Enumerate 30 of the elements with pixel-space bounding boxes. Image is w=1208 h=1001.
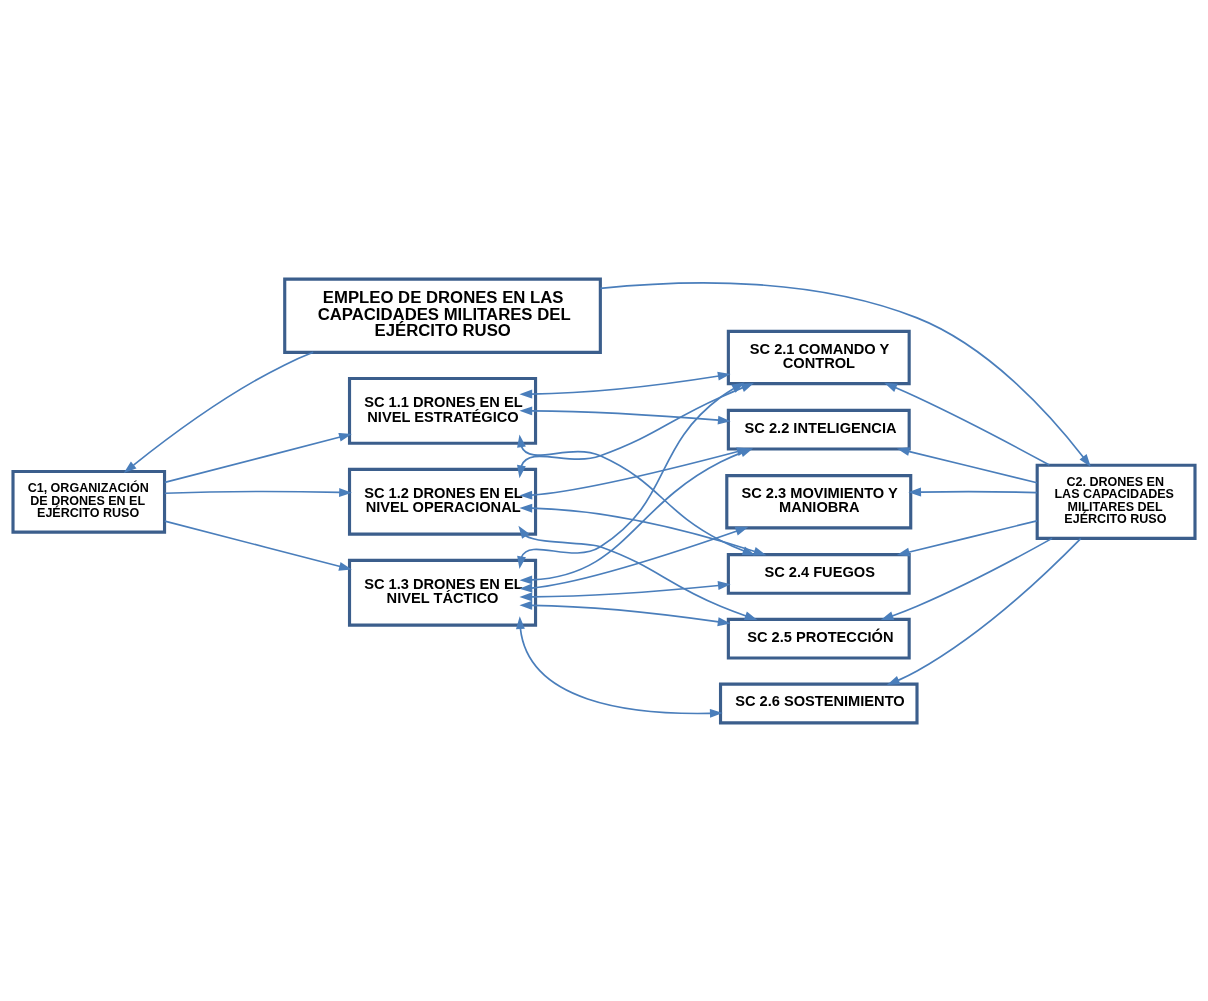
node-box: SC 2.6 SOSTENIMIENTO: [718, 682, 919, 724]
arrow: [908, 487, 1038, 497]
arrow: [123, 351, 314, 473]
arrow: [519, 580, 731, 601]
node-box: SC 2.4 FUEGOS: [726, 552, 911, 595]
arrow: [519, 600, 731, 626]
arrow: [517, 382, 754, 478]
arrow: [164, 519, 352, 571]
arrow: [519, 405, 731, 425]
arrow: [519, 371, 731, 399]
node-box: SC 1.2 DRONES EN EL NIVEL OPERACIONAL: [347, 467, 538, 536]
arrow: [896, 446, 1038, 484]
node-box: SC 2.3 MOVIMIENTO Y MANIOBRA: [725, 473, 913, 529]
node-box: EMPLEO DE DRONES EN LAS CAPACIDADES MILITARES DEL EJÉRCITO RUSO: [283, 277, 602, 354]
arrow: [517, 382, 745, 569]
arrow: [519, 526, 749, 592]
arrow: [880, 537, 1053, 620]
arrow: [886, 537, 1082, 685]
node-box: SC 2.2 INTELIGENCIA: [726, 408, 911, 451]
arrow: [164, 487, 352, 497]
arrow: [164, 432, 352, 483]
node-box: C2. DRONES EN LAS CAPACIDADES MILITARES DEL EJÉRCITO RUSO: [1035, 463, 1197, 540]
node-box: C1, ORGANIZACIÓN DE DRONES EN EL EJÉRCITO RUSO: [11, 469, 167, 534]
arrow: [515, 615, 723, 718]
node-box: SC 2.1 COMANDO Y CONTROL: [726, 329, 911, 385]
arrow: [896, 519, 1038, 556]
node-box: SC 1.1 DRONES EN EL NIVEL ESTRATÉGICO: [347, 376, 538, 445]
arrow: [599, 281, 1091, 467]
node-box: SC 2.5 PROTECCIÓN: [726, 617, 911, 660]
arrow: [884, 382, 1051, 466]
